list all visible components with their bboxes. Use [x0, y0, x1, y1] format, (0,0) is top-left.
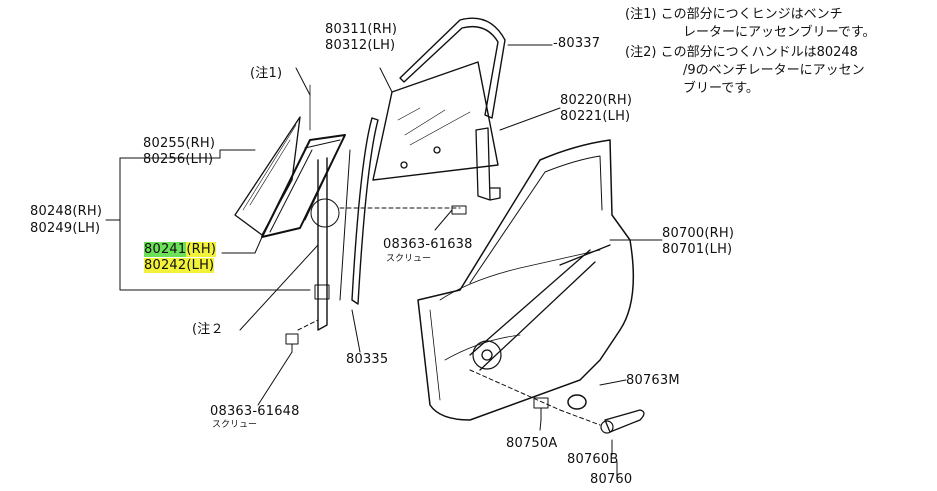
- note-2-mark: (注2): [625, 45, 657, 60]
- note-1-mark: (注1): [625, 7, 657, 22]
- label-80241-highlighted: 80241(RH): [144, 242, 217, 257]
- label-80249: 80249(LH): [30, 221, 101, 236]
- label-80760B: 80760B: [567, 452, 619, 467]
- note-2: (注2) この部分につくハンドルは80248: [625, 44, 858, 62]
- label-80241-side: (RH): [186, 242, 217, 257]
- note-1-line-1: この部分につくヒンジはベンチ: [660, 7, 843, 22]
- label-80242-highlighted: 80242(LH): [144, 258, 215, 273]
- label-note2: (注２: [192, 322, 224, 337]
- label-80241-number: 80241: [144, 242, 187, 257]
- run-channel: [351, 117, 379, 305]
- note-2-line-3: ブリーです。: [683, 81, 759, 96]
- handle-washer: [567, 394, 587, 410]
- window-regulator: [469, 244, 611, 371]
- label-80312: 80312(LH): [325, 38, 396, 53]
- vent-frame: [261, 134, 346, 238]
- note-2-line-1: この部分につくハンドルは80248: [660, 45, 858, 60]
- label-80335: 80335: [346, 352, 389, 367]
- door-shell: [417, 139, 635, 421]
- upper-sash: [399, 17, 506, 119]
- label-80750A: 80750A: [506, 436, 558, 451]
- regulator-bolt: [533, 397, 549, 421]
- label-80311: 80311(RH): [325, 22, 398, 37]
- label-80242-side: (LH): [186, 258, 215, 273]
- note-2-line-2: /9のベンチレーターにアッセン: [683, 63, 865, 78]
- label-80255: 80255(RH): [143, 136, 216, 151]
- door-glass: [372, 61, 499, 181]
- label-note1: (注1): [250, 66, 283, 81]
- label-80700: 80700(RH): [662, 226, 735, 241]
- label-80248: 80248(RH): [30, 204, 103, 219]
- note-1-line-2: レーターにアッセンブリーです。: [683, 25, 876, 40]
- label-screw-a: スクリュー: [386, 254, 432, 264]
- label-08363-61648: 08363-61648: [210, 404, 300, 419]
- label-80337: -80337: [553, 36, 601, 51]
- screw-lower: [285, 333, 299, 353]
- label-screw-b: スクリュー: [212, 420, 258, 430]
- label-08363-61638: 08363-61638: [383, 237, 473, 252]
- screw-upper: [451, 205, 467, 215]
- label-80242-number: 80242: [144, 258, 187, 273]
- label-80701: 80701(LH): [662, 242, 733, 257]
- label-80256: 80256(LH): [143, 152, 214, 167]
- window-handle: [604, 409, 645, 433]
- label-80763M: 80763M: [626, 373, 680, 388]
- label-80760: 80760: [590, 472, 633, 487]
- glass-guide: [475, 127, 501, 201]
- label-80220: 80220(RH): [560, 93, 633, 108]
- label-80221: 80221(LH): [560, 109, 631, 124]
- note-1: (注1) この部分につくヒンジはベンチ: [625, 6, 843, 24]
